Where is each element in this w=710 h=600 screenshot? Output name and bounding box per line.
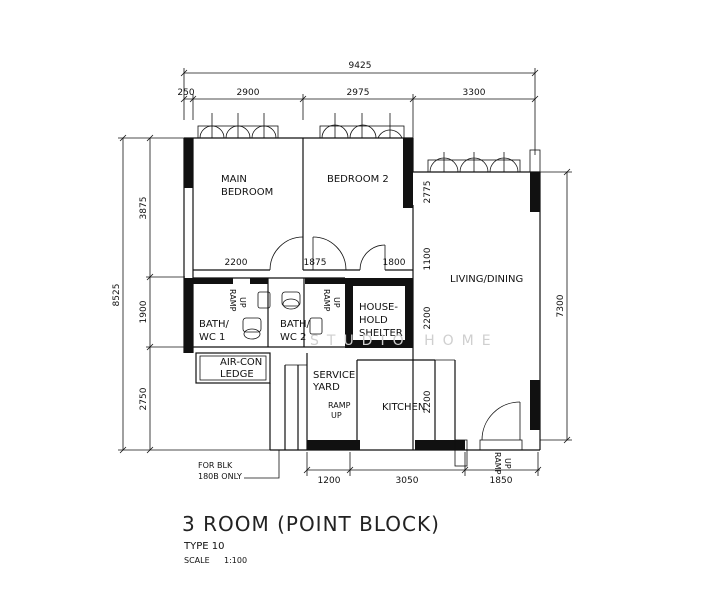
blk-note: FOR BLK 180B ONLY [198,450,280,481]
left-dimensions: 8525 3875 1900 2750 [112,134,300,454]
ramp-labels: RAMP UP RAMP UP RAMP UP RAMP UP [228,289,512,475]
label-aircon-1: AIR-CON [220,357,262,368]
top-dimensions: 9425 250 2900 2975 3300 [177,61,539,155]
scale-label: SCALE [184,556,210,565]
dim-right-7300: 7300 [556,294,566,317]
plan-type: TYPE 10 [183,541,224,552]
dim-bottom-3050: 3050 [396,476,419,486]
bottom-dimensions: 1200 3050 1850 [303,452,542,486]
bath-fixtures [242,291,323,340]
ramp-yard-up: UP [331,411,342,420]
top-windows [197,113,541,173]
dim-kitchen-2200: 2200 [423,390,433,413]
dim-main-2200: 2200 [225,258,248,268]
label-service-yard-2: YARD [312,382,340,393]
dim-1875: 1875 [304,258,327,268]
note-line-2: 180B ONLY [198,472,242,481]
dim-1800: 1800 [383,258,406,268]
right-dimensions: 7300 [540,168,572,444]
wc2-toilet-icon [281,291,301,307]
dim-top-2975: 2975 [347,88,370,98]
label-shelter-1: HOUSE- [359,302,398,313]
scale-value: 1:100 [224,556,247,565]
label-shelter-2: HOLD [359,315,388,326]
ramp-wc1-text: RAMP [228,289,237,312]
label-bedroom-2: BEDROOM 2 [327,174,389,185]
label-kitchen: KITCHEN [382,402,425,413]
label-bath1-1: BATH/ [199,319,230,330]
label-bath2-2: WC 2 [280,332,306,343]
label-bath1-2: WC 1 [199,332,225,343]
ramp-wc2-text: RAMP [322,289,331,312]
dim-overall-width: 9425 [349,61,372,71]
dim-bottom-1200: 1200 [318,476,341,486]
label-main-bedroom-1: MAIN [221,174,247,185]
note-line-1: FOR BLK [198,461,233,470]
dim-left-1900: 1900 [139,300,149,323]
dim-2775: 2775 [423,181,433,204]
label-aircon-2: LEDGE [220,369,254,380]
dim-left-total: 8525 [112,284,122,307]
label-living-dining: LIVING/DINING [450,274,523,285]
plan-title: 3 ROOM (POINT BLOCK) [182,512,440,536]
ramp-entry-text: RAMP [493,452,502,475]
ramp-wc2-up: UP [332,297,341,308]
dim-left-3875: 3875 [139,197,149,220]
wc1-sink-icon [257,291,271,309]
wc2-sink-icon [309,317,323,335]
dim-top-250: 250 [177,88,194,98]
label-service-yard-1: SERVICE [313,370,355,381]
dim-top-2900: 2900 [237,88,260,98]
ramp-entry-up: UP [503,458,512,469]
ramp-wc1-up: UP [238,297,247,308]
internal-dimensions: 2200 1875 1800 2775 1100 2200 2200 [225,181,433,414]
room-labels: MAIN BEDROOM BEDROOM 2 LIVING/DINING BAT… [199,174,523,413]
dim-top-3300: 3300 [463,88,486,98]
watermark: STUDIO HOME [310,333,499,349]
wc1-toilet-icon [242,317,262,333]
label-shelter-3: SHELTER [359,328,403,339]
dim-1100: 1100 [423,247,433,270]
label-bath2-1: BATH/ [280,319,311,330]
ramp-yard-text: RAMP [328,401,351,410]
dim-left-2750: 2750 [139,387,149,410]
dim-shelter-2200: 2200 [423,306,433,329]
label-main-bedroom-2: BEDROOM [221,187,273,198]
walls [183,137,541,467]
dim-bottom-1850: 1850 [490,476,513,486]
